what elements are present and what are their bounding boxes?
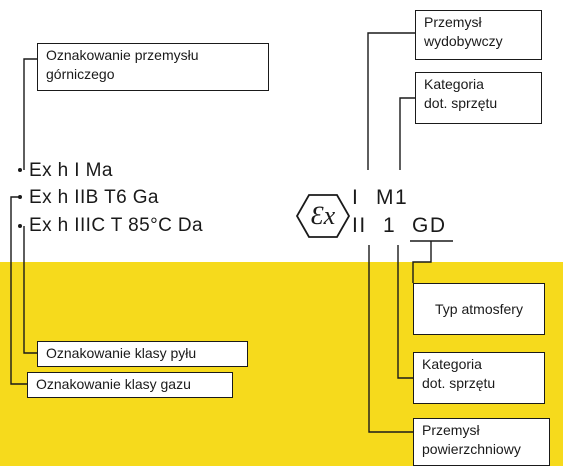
code-line-1: Ex h I Ma — [29, 160, 113, 181]
box-atmosphere-type: Typ atmosfery — [413, 283, 545, 335]
connector-equipment-category-top — [399, 97, 415, 170]
ex-symbol-text: Ɛx — [311, 201, 336, 230]
atex-group-mining: I — [352, 186, 360, 209]
box-atmosphere-type-label: Typ atmosfery — [435, 300, 523, 317]
atex-category-mining: M1 — [376, 186, 409, 209]
box-dust-class-marking: Oznakowanie klasy pyłu — [37, 341, 248, 367]
connector-atmosphere-type — [412, 241, 432, 283]
connector-mining-marking — [23, 58, 37, 170]
connector-gas-class — [10, 196, 37, 385]
box-extractive-industry: Przemysł wydobywczy — [415, 10, 542, 60]
code-line-2: Ex h IIB T6 Ga — [29, 187, 159, 208]
bullet-line3 — [18, 224, 22, 228]
box-gas-class-marking-label: Oznakowanie klasy gazu — [36, 376, 191, 392]
box-gas-class-marking: Oznakowanie klasy gazu — [27, 372, 233, 398]
box-equipment-category-top: Kategoria dot. sprzętu — [415, 72, 542, 124]
box-surface-industry-label: Przemysł powierzchniowy — [422, 422, 521, 457]
box-surface-industry: Przemysł powierzchniowy — [413, 418, 550, 466]
box-dust-class-marking-label: Oznakowanie klasy pyłu — [46, 345, 197, 361]
code-line-3: Ex h IIIC T 85°C Da — [29, 215, 203, 236]
box-mining-marking-label: Oznakowanie przemysłu górniczego — [46, 47, 199, 82]
connector-dust-class — [23, 226, 37, 354]
atex-group-surface: II — [352, 214, 367, 237]
atex-atmosphere: GD — [412, 214, 447, 237]
box-extractive-industry-label: Przemysł wydobywczy — [424, 14, 503, 49]
box-mining-marking: Oznakowanie przemysłu górniczego — [37, 43, 269, 91]
connector-equipment-category-bottom — [397, 245, 413, 379]
ex-hexagon-icon: Ɛx — [295, 194, 351, 238]
connector-extractive-industry — [367, 32, 415, 170]
box-equipment-category-bottom-label: Kategoria dot. sprzętu — [422, 356, 496, 391]
connector-surface-industry — [368, 245, 413, 433]
bullet-line2 — [18, 195, 22, 199]
bullet-line1 — [18, 168, 22, 172]
box-equipment-category-top-label: Kategoria dot. sprzętu — [424, 76, 498, 111]
box-equipment-category-bottom: Kategoria dot. sprzętu — [413, 352, 545, 404]
atex-category-surface: 1 — [383, 214, 397, 237]
